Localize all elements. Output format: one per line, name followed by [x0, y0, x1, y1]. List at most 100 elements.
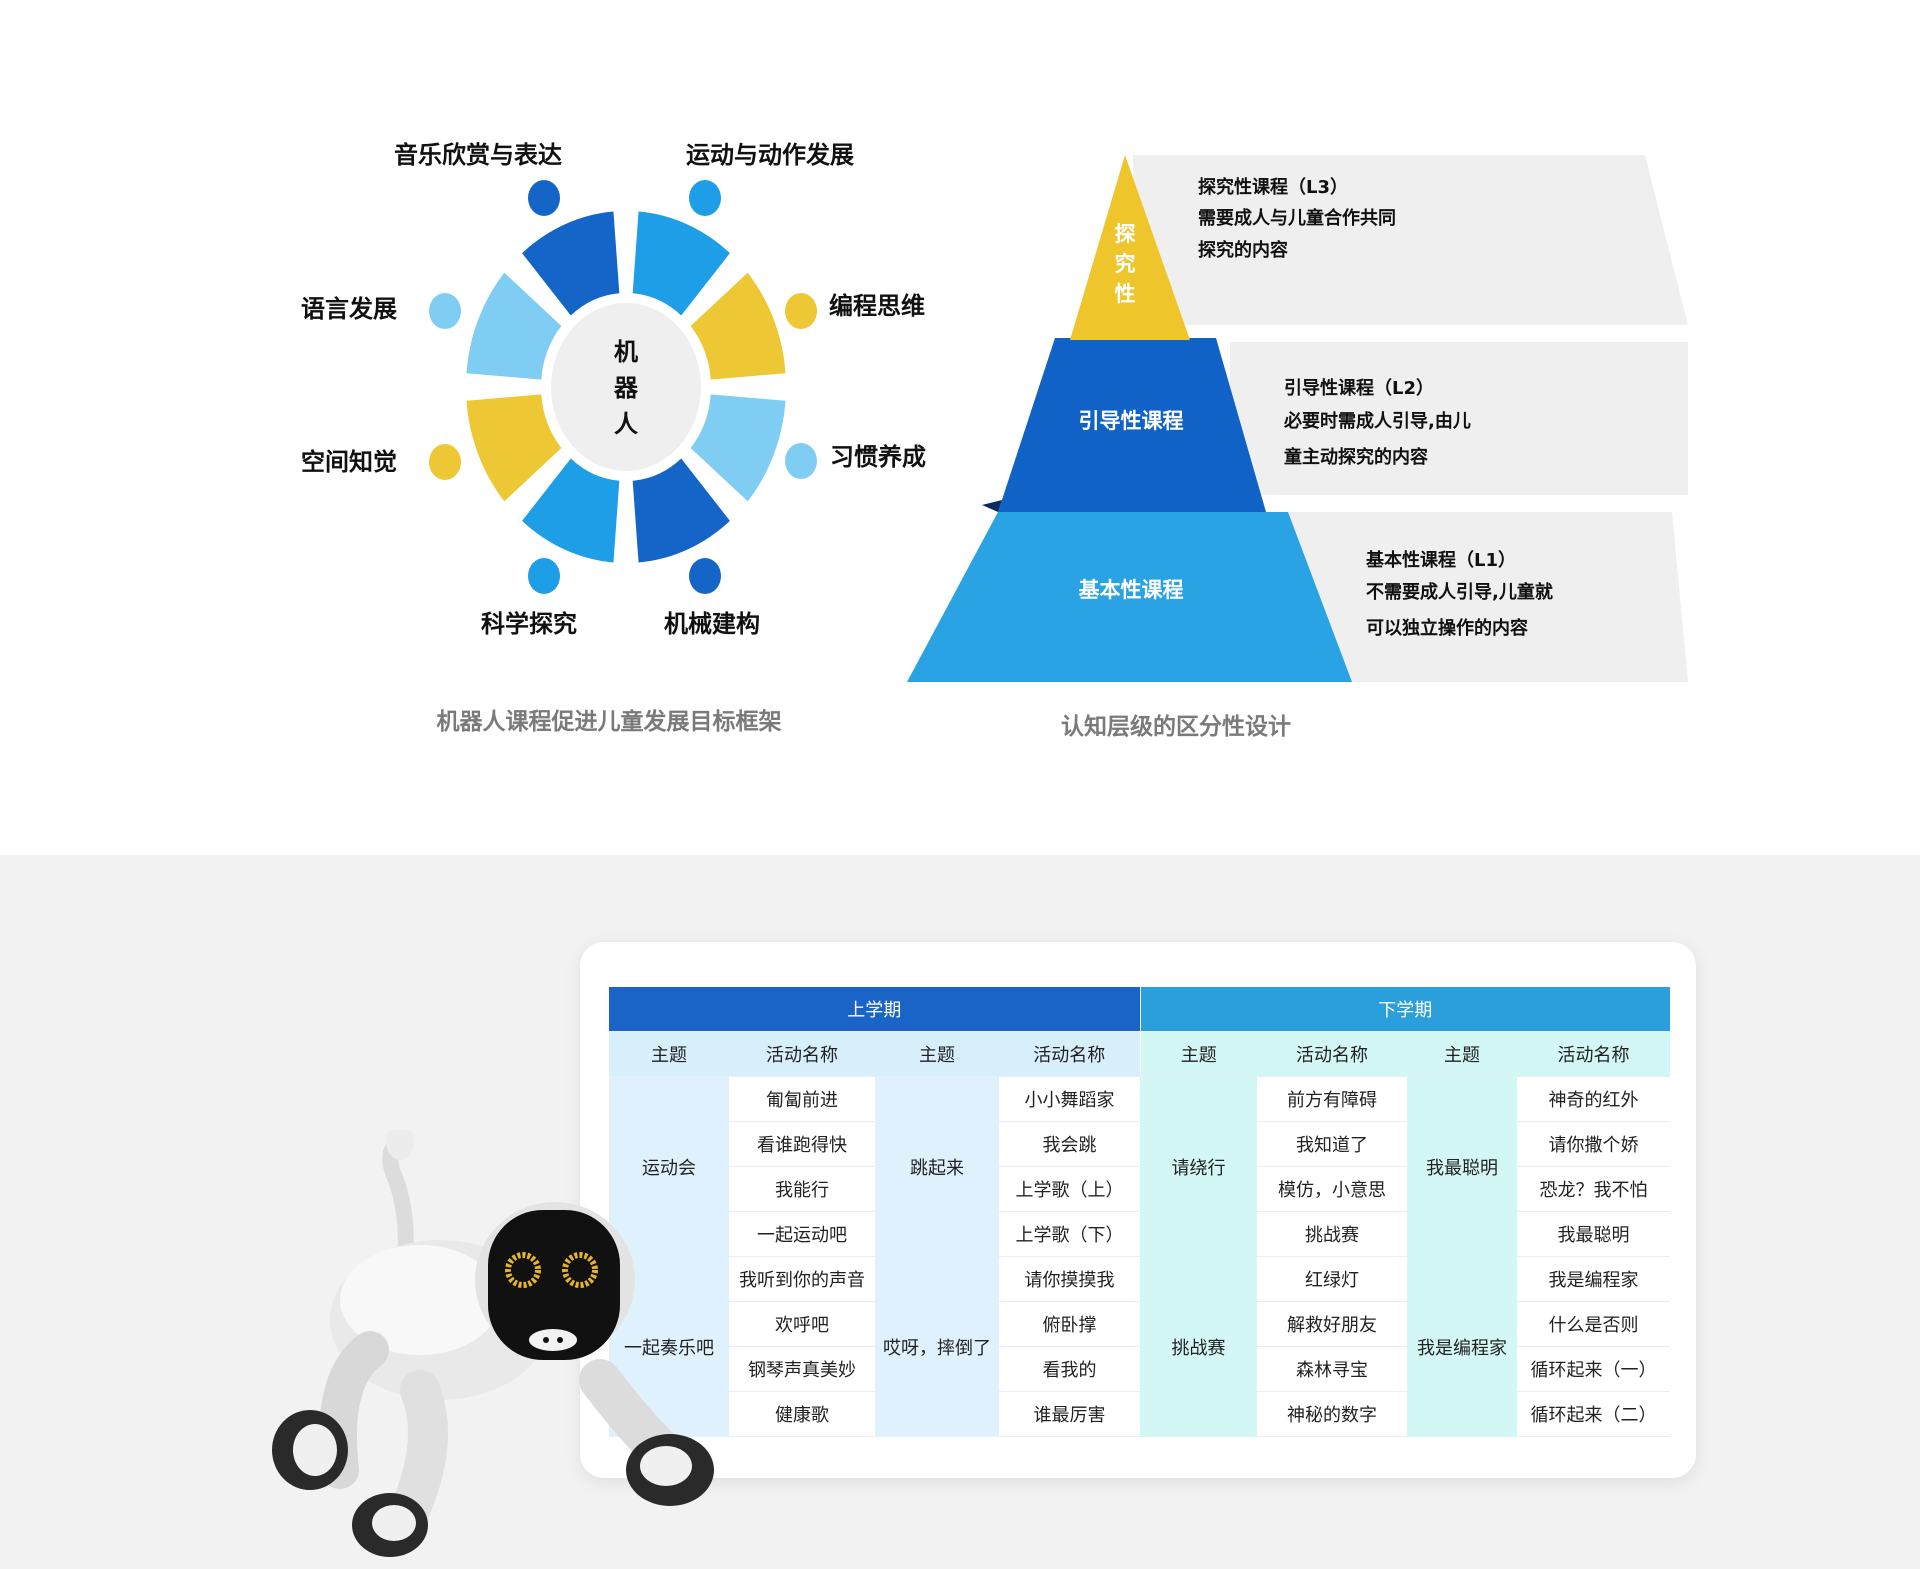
label-mechanics: 机械建构: [664, 610, 760, 638]
theme-cell: 我最聪明: [1407, 1076, 1517, 1257]
l2-desc-3: 童主动探究的内容: [1284, 446, 1428, 468]
pyramid-middle: [998, 338, 1266, 512]
panel-l1: [1285, 512, 1688, 682]
robot-face-screen: [488, 1210, 620, 1360]
dot-mechanics: [689, 558, 721, 594]
l2-desc-2: 必要时需成人引导,由儿: [1283, 410, 1471, 432]
activity-cell: 森林寻宝: [1257, 1346, 1407, 1392]
robot-right-eye: [562, 1252, 598, 1288]
dot-science: [528, 558, 560, 594]
cognitive-pyramid-diagram: 探 究 性 引导性课程 基本性课程 探究性课程（L3） 需要成人与儿童合作共同 …: [907, 155, 1688, 740]
col-theme-4: 主题: [1407, 1031, 1517, 1077]
l1-desc-2: 不需要成人引导,儿童就: [1366, 581, 1553, 603]
col-theme-1: 主题: [609, 1031, 729, 1077]
activity-cell: 循环起来（一）: [1517, 1346, 1670, 1392]
pyramid-middle-shadow: [982, 500, 1002, 512]
segment-coding: [690, 272, 786, 380]
dot-habits: [785, 443, 817, 479]
label-habits: 习惯养成: [830, 443, 926, 471]
dot-music: [528, 180, 560, 216]
development-wheel-diagram: 机 器 人 音乐欣赏与表达 运动与动作发展 编程思维 习惯养成 机械建构 科学探…: [301, 141, 926, 735]
activity-cell: 解救好朋友: [1257, 1301, 1407, 1347]
activity-cell: 前方有障碍: [1257, 1076, 1407, 1122]
theme-cell: 哎呀，摔倒了: [875, 1256, 999, 1437]
pyramid-base: [907, 512, 1352, 682]
activity-cell: 一起运动吧: [729, 1211, 875, 1257]
theme-cell: 挑战赛: [1140, 1256, 1257, 1437]
l1-desc-1: 基本性课程（L1）: [1365, 549, 1516, 571]
activity-cell: 什么是否则: [1517, 1301, 1670, 1347]
segment-movement: [632, 211, 730, 316]
label-movement: 运动与动作发展: [686, 141, 854, 169]
wheel-caption: 机器人课程促进儿童发展目标框架: [437, 708, 782, 735]
pyramid-base-label: 基本性课程: [1079, 578, 1184, 602]
robot-left-eye: [505, 1252, 541, 1288]
wheel-segments: [466, 211, 786, 563]
activity-cell: 我会跳: [999, 1121, 1140, 1167]
activity-cell: 我最聪明: [1517, 1211, 1670, 1257]
label-language: 语言发展: [301, 295, 397, 323]
col-theme-3: 主题: [1139, 1031, 1257, 1077]
segment-mechanics: [632, 458, 730, 563]
col-activity-2: 活动名称: [999, 1031, 1140, 1077]
wheel-center: [551, 303, 701, 471]
activity-cell: 模仿，小意思: [1257, 1166, 1407, 1212]
activity-cell: 我知道了: [1257, 1121, 1407, 1167]
activity-cell: 上学歌（下）: [999, 1211, 1140, 1257]
activity-cell: 请你摸摸我: [999, 1256, 1140, 1302]
term2-header: 下学期: [1139, 987, 1670, 1032]
wheel-dots: [429, 180, 817, 594]
col-activity-4: 活动名称: [1517, 1031, 1670, 1077]
activity-cell: 我是编程家: [1517, 1256, 1670, 1302]
theme-cell: 跳起来: [875, 1076, 999, 1257]
activity-cell: 上学歌（上）: [999, 1166, 1140, 1212]
activity-cell: 挑战赛: [1257, 1211, 1407, 1257]
pyramid-top: [1070, 155, 1190, 340]
pyramid-caption: 认知层级的区分性设计: [1061, 713, 1291, 740]
activity-cell: 请你撒个娇: [1517, 1121, 1670, 1167]
col-activity-3: 活动名称: [1257, 1031, 1407, 1077]
activity-cell: 谁最厉害: [999, 1391, 1140, 1437]
segment-space: [466, 394, 562, 502]
activity-cell: 俯卧撑: [999, 1301, 1140, 1347]
activity-cell: 小小舞蹈家: [999, 1076, 1140, 1122]
activity-cell: 红绿灯: [1257, 1256, 1407, 1302]
l1-desc-3: 可以独立操作的内容: [1366, 617, 1528, 639]
segment-language: [466, 272, 562, 380]
dot-movement: [689, 180, 721, 216]
label-space: 空间知觉: [301, 448, 397, 476]
l3-desc-2: 需要成人与儿童合作共同: [1198, 207, 1396, 229]
robot-dog-illustration: [272, 1130, 714, 1557]
pyramid-top-char-3: 性: [1115, 282, 1136, 306]
theme-cell: 运动会: [609, 1076, 729, 1257]
pyramid-top-char-1: 探: [1115, 222, 1136, 246]
l3-desc-3: 探究的内容: [1198, 239, 1288, 261]
activity-cell: 循环起来（二）: [1517, 1391, 1670, 1437]
activity-cell: 匍匐前进: [729, 1076, 875, 1122]
wheel-center-char-2: 器: [613, 374, 639, 402]
label-coding: 编程思维: [829, 292, 925, 320]
dot-space: [429, 444, 461, 480]
activity-cell: 健康歌: [729, 1391, 875, 1437]
activity-cell: 欢呼吧: [729, 1301, 875, 1347]
activity-cell: 钢琴声真美妙: [729, 1346, 875, 1392]
activity-cell: 我能行: [729, 1166, 875, 1212]
activity-cell: 神秘的数字: [1257, 1391, 1407, 1437]
segment-habits: [690, 394, 786, 502]
theme-cell: 我是编程家: [1407, 1256, 1517, 1437]
pyramid-mid-label: 引导性课程: [1079, 409, 1184, 433]
activity-cell: 看谁跑得快: [729, 1121, 875, 1167]
dot-coding: [785, 293, 817, 329]
label-science: 科学探究: [481, 610, 577, 638]
panel-l2: [1230, 342, 1688, 495]
term1-header: 上学期: [609, 987, 1140, 1032]
dot-language: [429, 293, 461, 329]
wheel-center-char-3: 人: [614, 410, 638, 438]
l2-desc-1: 引导性课程（L2）: [1284, 377, 1434, 399]
pyramid-top-char-2: 究: [1115, 252, 1136, 276]
l3-desc-1: 探究性课程（L3）: [1198, 176, 1348, 198]
schedule-table: 上学期 下学期 主题 活动名称 主题 活动名称 主题 活动名称 主题 活动名称 …: [609, 987, 1670, 1437]
segment-science: [522, 458, 620, 563]
col-theme-2: 主题: [875, 1031, 999, 1077]
activity-cell: 恐龙？我不怕: [1517, 1166, 1670, 1212]
